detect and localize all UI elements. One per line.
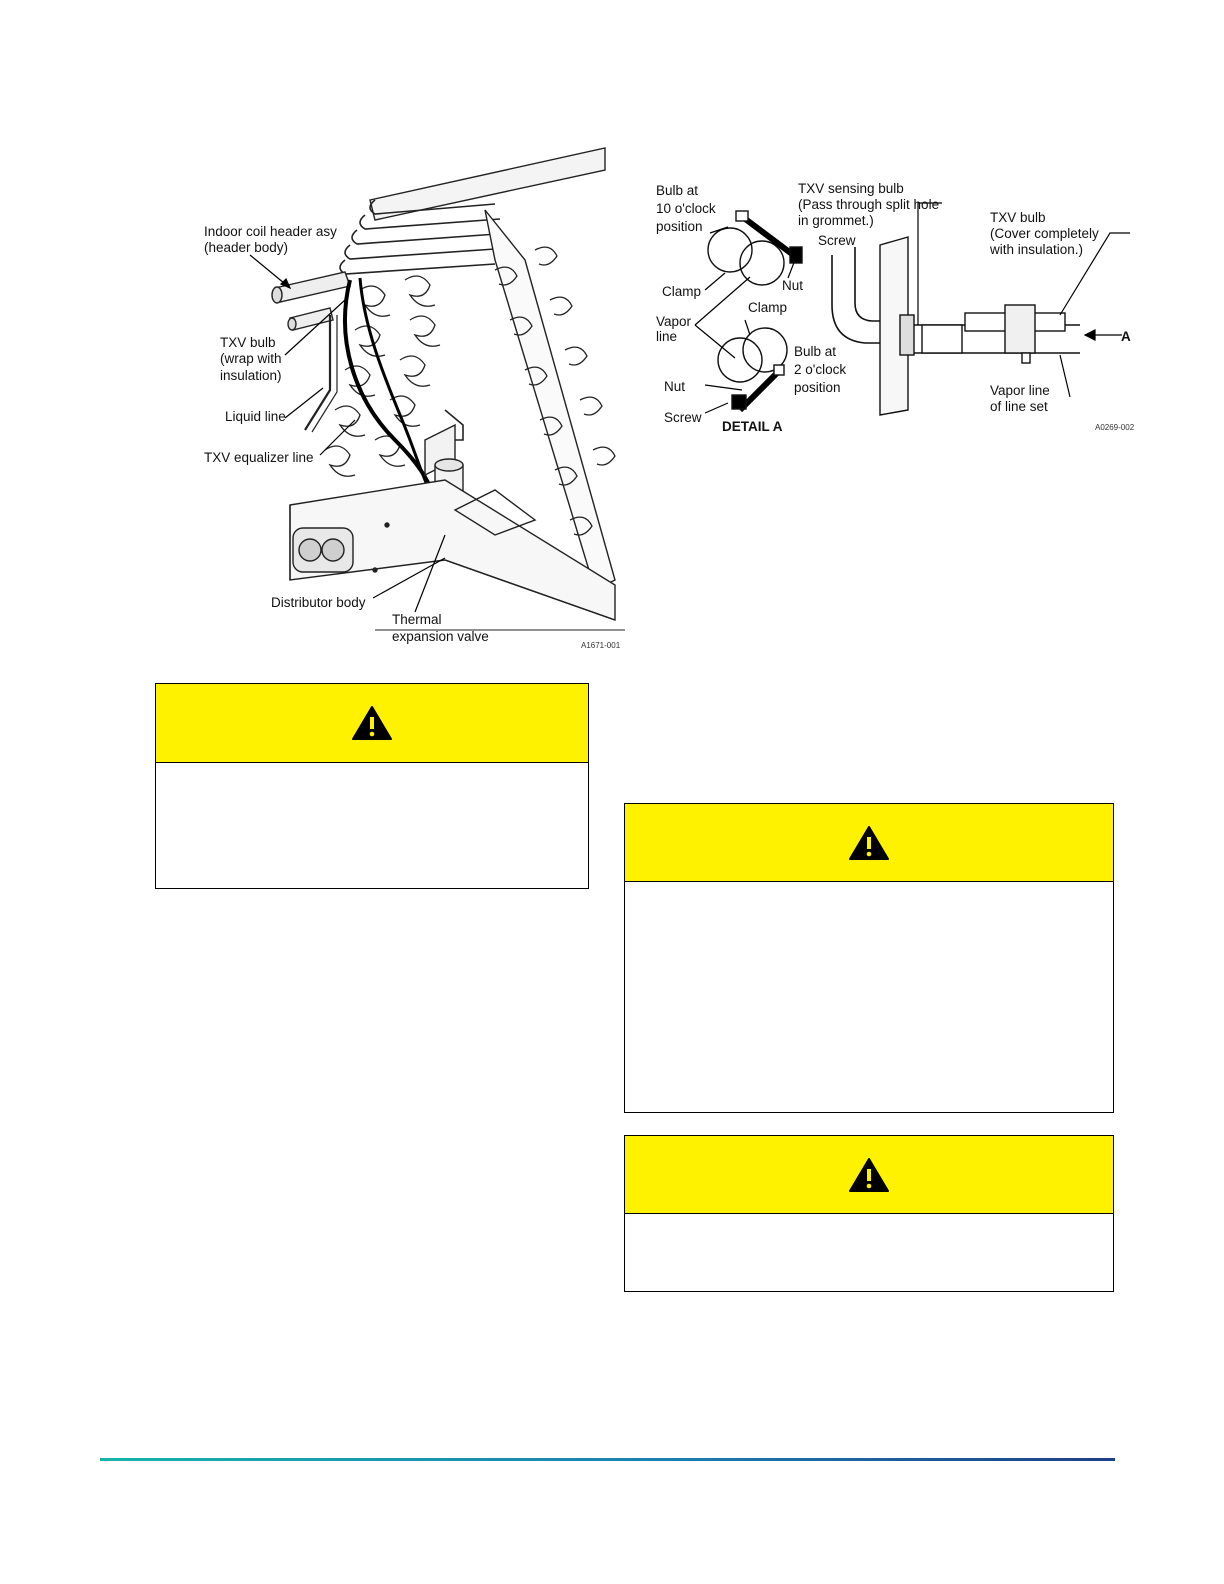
label-valve-line1: Thermal <box>392 612 442 627</box>
label-screw-top: Screw <box>818 233 856 248</box>
label-nut-top: Nut <box>782 278 803 293</box>
label-sensing-line1: TXV sensing bulb <box>798 181 904 196</box>
label-equalizer-line: TXV equalizer line <box>204 450 314 465</box>
label-header-line1: Indoor coil header asy <box>204 224 337 239</box>
label-vapor-line1: Vapor <box>656 314 692 329</box>
label-liquid-line: Liquid line <box>225 409 286 424</box>
label-txv-bulb-line3: insulation) <box>220 368 282 383</box>
label-vapor-set-line2: of line set <box>990 399 1048 414</box>
label-bulb10-line2: 10 o'clock <box>656 201 716 216</box>
left-figure-labels: Indoor coil header asy (header body) TXV… <box>204 224 621 650</box>
label-txv-bulb-line1: TXV bulb <box>220 335 276 350</box>
warning-header <box>156 684 588 763</box>
label-txv-cover-line2: (Cover completely <box>990 226 1099 241</box>
label-txv-cover-line3: with insulation.) <box>989 242 1083 257</box>
label-arrow-a: A <box>1121 329 1131 344</box>
coil-drawing <box>271 147 625 631</box>
warning-triangle-icon <box>849 825 889 860</box>
right-figure-labels: Bulb at 10 o'clock position Screw Nut Cl… <box>656 181 1135 434</box>
warning-box-1 <box>155 683 589 889</box>
warning-triangle-icon <box>352 706 392 740</box>
warning-header <box>625 804 1113 882</box>
coil-assembly-figure: Indoor coil header asy (header body) TXV… <box>204 147 625 650</box>
label-screw-bottom: Screw <box>664 410 702 425</box>
warning-box-2 <box>624 803 1114 1113</box>
label-sensing-line3: in grommet.) <box>798 213 874 228</box>
label-header-line2: (header body) <box>204 240 288 255</box>
label-vapor-line2: line <box>656 329 677 344</box>
figure-code: A1671-001 <box>581 641 621 650</box>
label-nut-bottom: Nut <box>664 379 685 394</box>
label-bulb2-line1: Bulb at <box>794 344 836 359</box>
label-bulb2-line2: 2 o'clock <box>794 362 846 377</box>
label-distributor-body: Distributor body <box>271 595 366 610</box>
label-clamp-left: Clamp <box>662 284 701 299</box>
label-vapor-set-line1: Vapor line <box>990 383 1050 398</box>
footer-rule <box>100 1458 1115 1461</box>
label-bulb2-line3: position <box>794 380 841 395</box>
label-bulb10-line3: position <box>656 219 703 234</box>
label-bulb10-line1: Bulb at <box>656 183 698 198</box>
label-txv-bulb-line2: (wrap with <box>220 351 282 366</box>
label-detail-a: DETAIL A <box>722 419 783 434</box>
label-clamp-mid: Clamp <box>748 300 787 315</box>
txv-bulb-detail-figure: Bulb at 10 o'clock position Screw Nut Cl… <box>656 181 1135 434</box>
figure-code: A0269-002 <box>1095 423 1135 432</box>
warning-triangle-icon <box>849 1157 889 1192</box>
label-txv-cover-line1: TXV bulb <box>990 210 1046 225</box>
label-sensing-line2: (Pass through split hole <box>798 197 939 212</box>
warning-header <box>625 1136 1113 1214</box>
warning-box-3 <box>624 1135 1114 1292</box>
label-valve-line2: expansion valve <box>392 629 489 644</box>
bulb-drawing <box>707 210 1080 416</box>
